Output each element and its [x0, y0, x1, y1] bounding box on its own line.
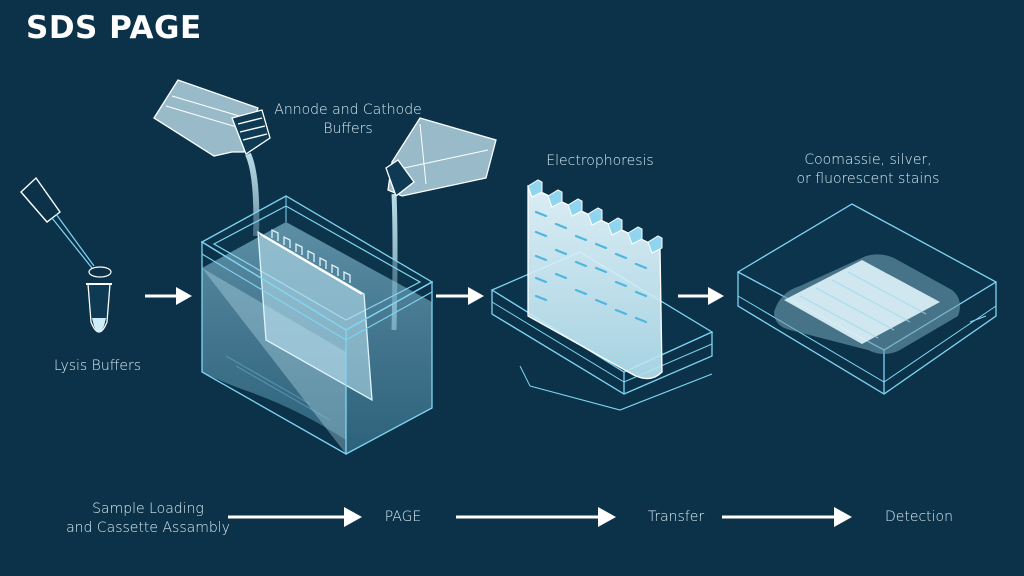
step-sample-loading: Sample Loading and Cassette Assambly: [66, 501, 230, 536]
gel-wells: [271, 228, 351, 283]
step-page: PAGE: [384, 509, 422, 525]
step-transfer: Transfer: [647, 509, 705, 525]
flow-arrow-icon: [722, 507, 852, 527]
protein-bands: [534, 210, 648, 324]
page-title: SDS PAGE: [26, 10, 202, 46]
electrophoresis-label: Electrophoresis: [546, 153, 654, 169]
electrophoresis-tank: [200, 195, 434, 456]
microcentrifuge-tube-icon: [86, 266, 112, 333]
buffer-bottle-icon: [385, 117, 497, 331]
gel-slab: [527, 179, 663, 380]
buffers-label: Annode and Cathode Buffers: [274, 102, 422, 137]
staining-box: [736, 203, 998, 395]
step-detection: Detection: [884, 509, 953, 525]
arrow-icon: [145, 287, 192, 305]
stains-label: Coomassie, silver, or fluorescent stains: [796, 152, 940, 187]
flow-arrow-icon: [228, 507, 362, 527]
lysis-buffers-label: Lysis Buffers: [53, 358, 142, 374]
arrow-icon: [436, 287, 484, 305]
flow-arrow-icon: [456, 507, 616, 527]
pipette-icon: [20, 176, 95, 269]
buffer-bottle-icon: [153, 79, 271, 237]
arrow-icon: [678, 287, 724, 305]
